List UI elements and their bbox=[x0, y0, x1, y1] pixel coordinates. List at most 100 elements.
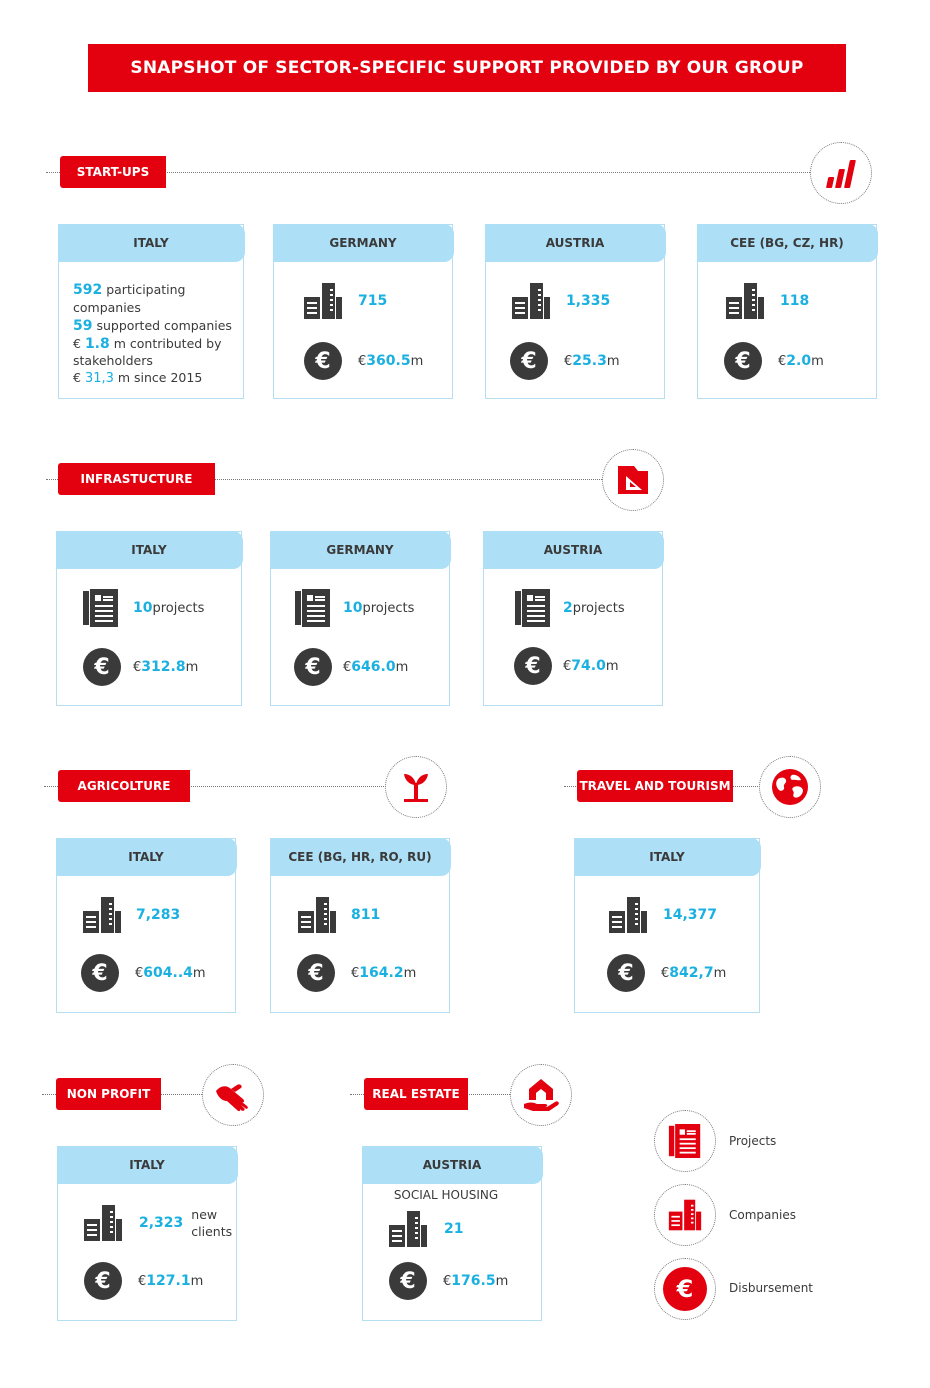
card-infrastructure-italy: ITALY 10 projects € € 312.8 m bbox=[55, 530, 243, 706]
euro-sign: € bbox=[138, 1273, 147, 1289]
companies-row: 7,283 bbox=[81, 895, 180, 935]
euro-icon: € bbox=[389, 1262, 427, 1300]
buildings-icon bbox=[510, 281, 552, 321]
companies-row: 715 bbox=[302, 281, 387, 321]
companies-row: 2,323 new clients bbox=[82, 1203, 232, 1243]
amount-unit: m bbox=[395, 659, 409, 675]
disbursement-row: € € 2.0 m bbox=[724, 341, 824, 381]
section-divider bbox=[46, 479, 602, 480]
euro-sign: € bbox=[73, 370, 85, 385]
amount-value: 646.0 bbox=[351, 659, 396, 675]
companies-value: 7,283 bbox=[136, 907, 181, 923]
card-header: ITALY bbox=[56, 1145, 238, 1184]
companies-value: 118 bbox=[780, 293, 810, 309]
legend-projects-icon bbox=[654, 1110, 716, 1172]
card-subtitle: SOCIAL HOUSING bbox=[393, 1188, 499, 1202]
card-header: AUSTRIA bbox=[361, 1145, 543, 1184]
legend-companies-label: Companies bbox=[729, 1208, 796, 1222]
euro-icon: € bbox=[297, 954, 335, 992]
euro-sign: € bbox=[73, 336, 85, 351]
euro-icon: € bbox=[514, 647, 552, 685]
projects-row: 10 projects bbox=[294, 588, 414, 628]
amount-value: 74.0 bbox=[571, 658, 606, 674]
amount-value: 2.0 bbox=[786, 353, 812, 369]
companies-label-line: clients bbox=[191, 1224, 233, 1239]
stat-value: 31,3 bbox=[84, 371, 114, 386]
amount-unit: m bbox=[190, 1273, 204, 1289]
section-label-agriculture: AGRICOLTURE bbox=[58, 770, 190, 802]
amount-value: 176.5 bbox=[451, 1273, 496, 1289]
disbursement-row: € € 74.0 m bbox=[514, 646, 619, 686]
companies-row: 21 bbox=[387, 1209, 463, 1249]
projects-value: 2 bbox=[563, 600, 573, 616]
amount-unit: m bbox=[605, 658, 619, 674]
stat-label: stakeholders bbox=[73, 353, 153, 368]
card-agriculture-italy: ITALY 7,283 € € 604..4 m bbox=[55, 837, 237, 1013]
euro-sign: € bbox=[135, 965, 144, 981]
startups-italy-stats: 592 participating companies 59 supported… bbox=[73, 281, 245, 388]
amount-value: 164.2 bbox=[359, 965, 404, 981]
projects-label: projects bbox=[572, 600, 625, 616]
house-hand-icon bbox=[510, 1064, 572, 1126]
projects-row: 2 projects bbox=[514, 588, 625, 628]
section-label-startups: START-UPS bbox=[60, 156, 166, 188]
card-startups-austria: AUSTRIA 1,335 € € 25.3 m bbox=[484, 223, 666, 399]
card-header: ITALY bbox=[57, 223, 245, 262]
euro-icon: € bbox=[607, 954, 645, 992]
amount-unit: m bbox=[403, 965, 417, 981]
card-header: CEE (BG, CZ, HR) bbox=[696, 223, 878, 262]
amount-value: 842,7 bbox=[669, 965, 714, 981]
buildings-icon bbox=[296, 895, 338, 935]
buildings-icon bbox=[607, 895, 649, 935]
card-header: GERMANY bbox=[272, 223, 454, 262]
companies-row: 118 bbox=[724, 281, 809, 321]
section-label-tourism: TRAVEL AND TOURISM bbox=[577, 770, 733, 802]
helping-hand-icon bbox=[202, 1064, 264, 1126]
set-square-icon bbox=[602, 449, 664, 511]
card-startups-italy: ITALY 592 participating companies 59 sup… bbox=[57, 223, 245, 399]
card-agriculture-cee: CEE (BG, HR, RO, RU) 811 € € 164.2 m bbox=[269, 837, 451, 1013]
globe-icon bbox=[759, 756, 821, 818]
section-divider bbox=[46, 172, 810, 173]
euro-icon: € bbox=[663, 1267, 707, 1311]
amount-unit: m bbox=[185, 659, 199, 675]
amount-value: 312.8 bbox=[141, 659, 186, 675]
companies-value: 1,335 bbox=[566, 293, 611, 309]
card-header: ITALY bbox=[55, 837, 237, 876]
card-header: AUSTRIA bbox=[484, 223, 666, 262]
buildings-icon bbox=[302, 281, 344, 321]
amount-value: 604..4 bbox=[143, 965, 193, 981]
euro-sign: € bbox=[343, 659, 352, 675]
card-startups-cee: CEE (BG, CZ, HR) 118 € € 2.0 m bbox=[696, 223, 878, 399]
card-header: CEE (BG, HR, RO, RU) bbox=[269, 837, 451, 876]
buildings-icon bbox=[82, 1203, 124, 1243]
amount-value: 25.3 bbox=[572, 353, 607, 369]
card-tourism-italy: ITALY 14,377 € € 842,7 m bbox=[573, 837, 761, 1013]
stat-label: participating companies bbox=[73, 282, 186, 315]
euro-icon: € bbox=[304, 342, 342, 380]
amount-value: 127.1 bbox=[146, 1273, 191, 1289]
card-nonprofit-italy: ITALY 2,323 new clients € € 127.1 m bbox=[56, 1145, 238, 1321]
companies-value: 715 bbox=[358, 293, 388, 309]
amount-unit: m bbox=[713, 965, 727, 981]
disbursement-row: € € 604..4 m bbox=[81, 953, 206, 993]
euro-sign: € bbox=[563, 658, 572, 674]
euro-icon: € bbox=[83, 648, 121, 686]
euro-icon: € bbox=[84, 1262, 122, 1300]
stat-label: supported companies bbox=[92, 318, 232, 333]
document-icon bbox=[294, 588, 332, 628]
euro-sign: € bbox=[358, 353, 367, 369]
projects-value: 10 bbox=[343, 600, 363, 616]
euro-icon: € bbox=[510, 342, 548, 380]
legend-companies-icon bbox=[654, 1184, 716, 1246]
companies-value: 14,377 bbox=[663, 907, 718, 923]
amount-unit: m bbox=[606, 353, 620, 369]
companies-label-line: new bbox=[191, 1207, 218, 1222]
euro-icon: € bbox=[294, 648, 332, 686]
card-header: GERMANY bbox=[269, 530, 451, 569]
legend-projects-label: Projects bbox=[729, 1134, 777, 1148]
section-label-nonprofit: NON PROFIT bbox=[56, 1078, 161, 1110]
disbursement-row: € € 842,7 m bbox=[607, 953, 726, 993]
stat-label: m since 2015 bbox=[113, 370, 203, 385]
projects-label: projects bbox=[152, 600, 205, 616]
